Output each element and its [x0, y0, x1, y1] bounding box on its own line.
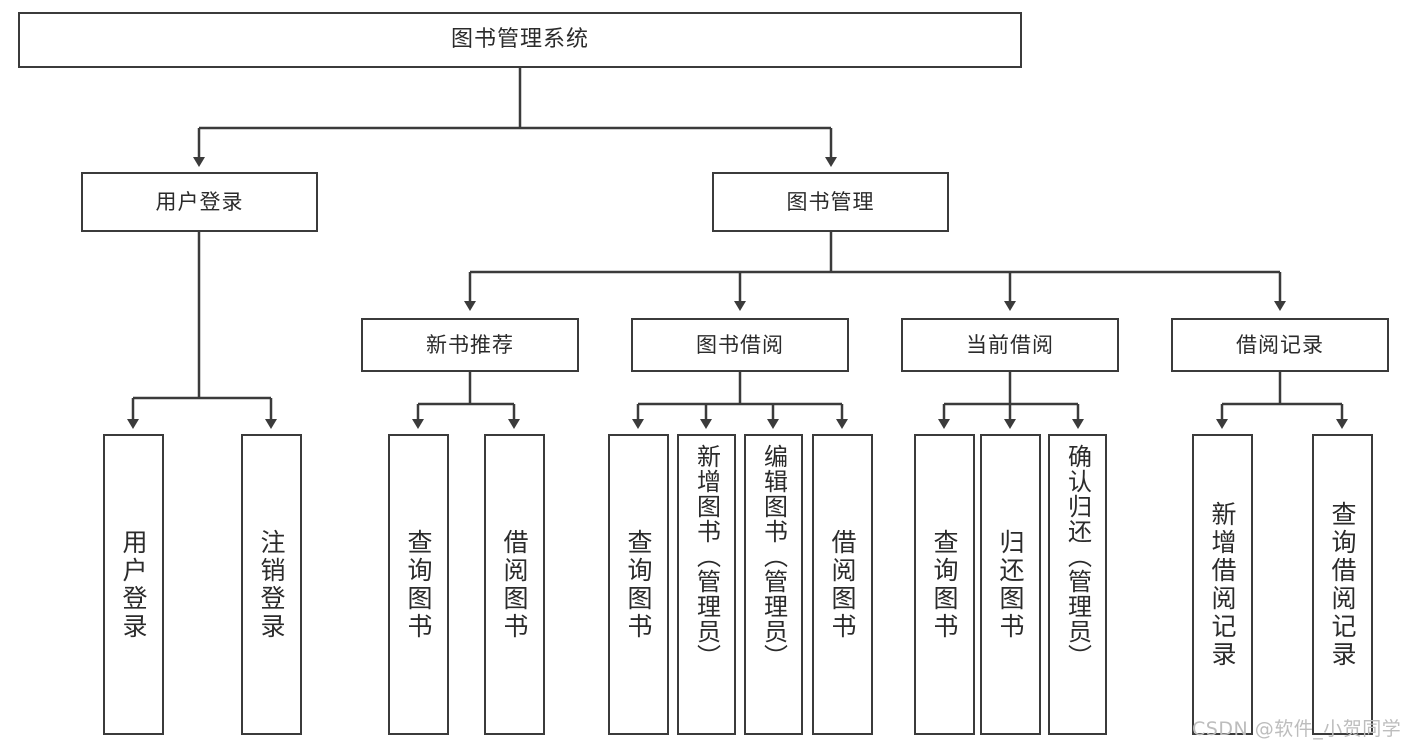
node-user-login[interactable]: 用户登录	[81, 172, 318, 232]
node-label: 当前借阅	[966, 332, 1054, 357]
node-label: 图书管理系统	[450, 27, 589, 53]
node-label: 查询图书	[404, 528, 433, 641]
node-label: 新增借阅记录	[1208, 500, 1237, 669]
node-label: 借阅图书	[500, 528, 529, 641]
node-label: 确认归还（管理员）	[1063, 444, 1092, 669]
node-book-borrow[interactable]: 图书借阅	[631, 318, 849, 372]
node-current-borrow[interactable]: 当前借阅	[901, 318, 1119, 372]
leaf-query-book-current[interactable]: 查询图书	[914, 434, 975, 735]
leaf-add-book-admin[interactable]: 新增图书（管理员）	[677, 434, 736, 735]
node-label: 注销登录	[257, 528, 286, 641]
leaf-borrow-book-recommend[interactable]: 借阅图书	[484, 434, 545, 735]
node-label: 编辑图书（管理员）	[759, 444, 788, 669]
node-label: 用户登录	[155, 189, 244, 214]
leaf-edit-book-admin[interactable]: 编辑图书（管理员）	[744, 434, 803, 735]
leaf-return-book[interactable]: 归还图书	[980, 434, 1041, 735]
leaf-query-book-borrow[interactable]: 查询图书	[608, 434, 669, 735]
leaf-query-book-recommend[interactable]: 查询图书	[388, 434, 449, 735]
node-label: 图书借阅	[696, 332, 784, 357]
node-label: 查询图书	[624, 528, 653, 641]
node-label: 查询图书	[930, 528, 959, 641]
node-label: 查询借阅记录	[1328, 500, 1357, 669]
node-label: 新书推荐	[426, 332, 514, 357]
watermark-text: CSDN @软件_小贺同学	[1192, 718, 1402, 740]
leaf-confirm-return-admin[interactable]: 确认归还（管理员）	[1048, 434, 1107, 735]
node-book-management[interactable]: 图书管理	[712, 172, 949, 232]
node-label: 借阅图书	[828, 528, 857, 641]
node-label: 新增图书（管理员）	[692, 444, 721, 669]
node-label: 图书管理	[786, 189, 875, 214]
leaf-borrow-book[interactable]: 借阅图书	[812, 434, 873, 735]
leaf-logout[interactable]: 注销登录	[241, 434, 302, 735]
node-new-book-recommend[interactable]: 新书推荐	[361, 318, 579, 372]
node-label: 归还图书	[996, 528, 1025, 641]
leaf-add-borrow-record[interactable]: 新增借阅记录	[1192, 434, 1253, 735]
node-label: 用户登录	[119, 528, 148, 641]
node-borrow-record[interactable]: 借阅记录	[1171, 318, 1389, 372]
node-label: 借阅记录	[1236, 332, 1324, 357]
leaf-user-login[interactable]: 用户登录	[103, 434, 164, 735]
leaf-query-borrow-record[interactable]: 查询借阅记录	[1312, 434, 1373, 735]
node-root-book-management-system[interactable]: 图书管理系统	[18, 12, 1022, 68]
